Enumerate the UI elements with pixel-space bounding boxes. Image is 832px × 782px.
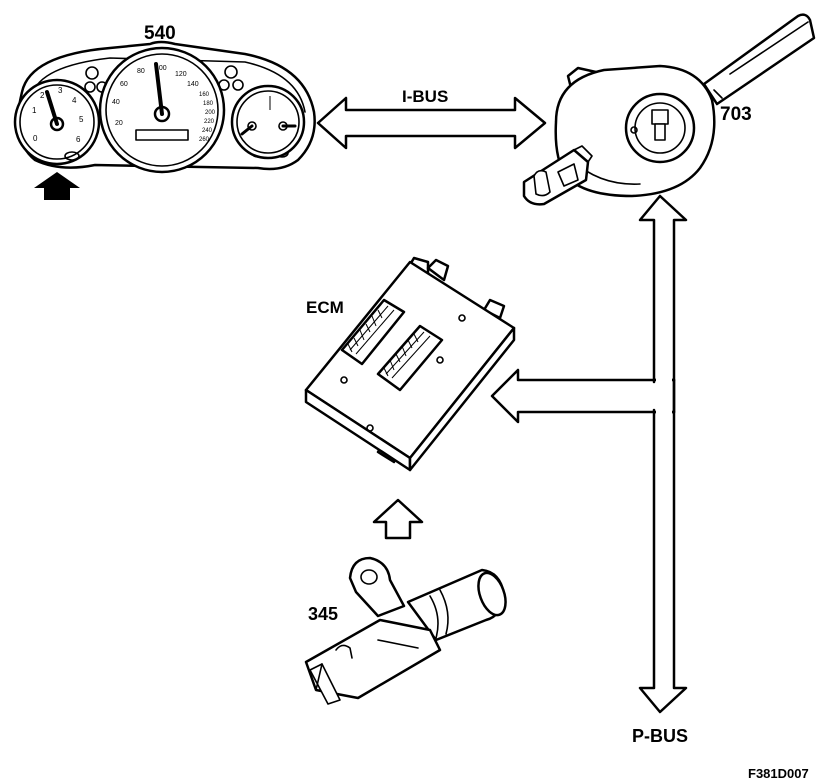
tach-tick-1: 1	[32, 106, 37, 115]
speed-tick-100: 100	[155, 65, 167, 72]
tach-tick-0: 0	[33, 134, 38, 143]
speed-tick-80: 80	[137, 68, 145, 75]
speed-tick-260: 260	[199, 137, 210, 143]
tach-tick-5: 5	[79, 115, 84, 124]
speed-tick-180: 180	[203, 101, 214, 107]
display-arrow-icon	[34, 172, 80, 200]
instrument-cluster: 0 1 2 3 4 5 6 20 40	[13, 40, 316, 200]
speedometer-gauge: 20 40 60 80 100 120 140 160 180 200 220 …	[98, 46, 226, 174]
speed-tick-200: 200	[205, 110, 216, 116]
fuel-temp-gauge	[230, 84, 306, 160]
crank-sensor	[304, 556, 507, 705]
speed-tick-120: 120	[175, 71, 187, 78]
speed-tick-40: 40	[112, 99, 120, 106]
speed-tick-240: 240	[202, 128, 213, 134]
speed-tick-140: 140	[187, 81, 199, 88]
ecm-unit	[304, 256, 516, 472]
speed-tick-220: 220	[204, 119, 215, 125]
tach-tick-4: 4	[72, 96, 77, 105]
sensor-arrow	[372, 498, 424, 540]
steering-module	[522, 13, 816, 206]
tach-tick-3: 3	[58, 86, 63, 95]
speed-tick-60: 60	[120, 81, 128, 88]
pbus-label: P-BUS	[632, 726, 688, 746]
ecm-label: ECM	[306, 298, 344, 317]
steering-module-label: 703	[720, 104, 752, 125]
speed-tick-20: 20	[115, 120, 123, 127]
tach-tick-6: 6	[76, 135, 81, 144]
cluster-label: 540	[144, 23, 176, 44]
pbus-arrow	[490, 194, 688, 714]
ibus-arrow	[316, 96, 547, 150]
ibus-label: I-BUS	[402, 87, 448, 106]
speed-tick-160: 160	[199, 92, 210, 98]
tach-tick-2: 2	[40, 91, 45, 100]
tachometer-gauge: 0 1 2 3 4 5 6	[13, 78, 101, 166]
sensor-label: 345	[308, 604, 338, 624]
figure-code: F381D007	[748, 766, 809, 781]
